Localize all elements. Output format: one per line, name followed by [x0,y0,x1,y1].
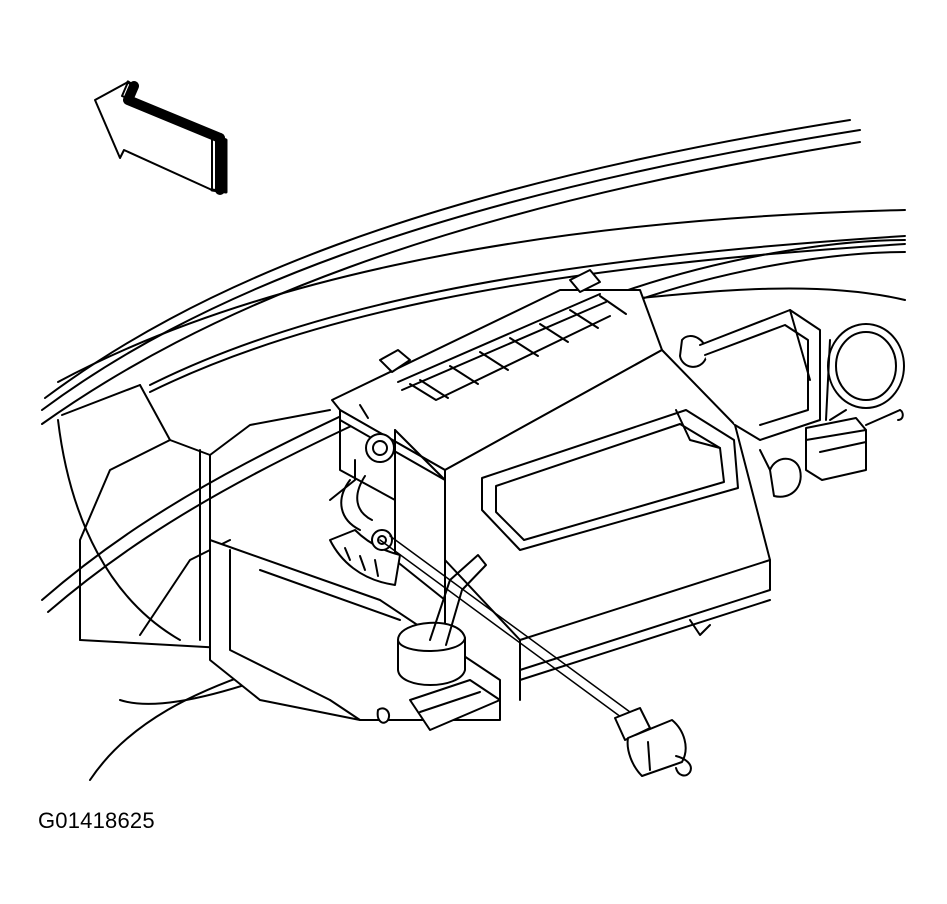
forward-arrow-icon [94,80,228,195]
hvac-module-housing [209,269,771,721]
figure-id-label: G01418625 [38,808,155,833]
heater-core-pipes [329,404,401,586]
right-side-duct [699,309,821,498]
temperature-sensor [379,535,692,777]
drain-actuator [376,554,711,731]
blower-motor [805,323,905,481]
